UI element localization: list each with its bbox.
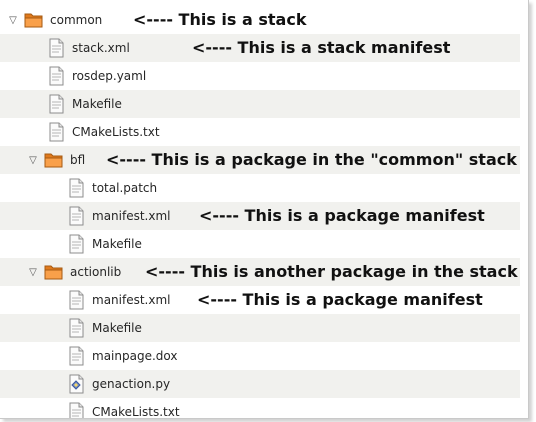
file-tree-view: ▽ common <---- This is a stack stack.xml… xyxy=(0,0,529,419)
file-name[interactable]: manifest.xml xyxy=(92,293,171,307)
tree-row-stack-xml[interactable]: stack.xml xyxy=(0,34,520,62)
tree-row-genaction[interactable]: genaction.py xyxy=(0,370,520,398)
tree-row-bfl[interactable]: ▽ bfl xyxy=(0,146,520,174)
file-name[interactable]: CMakeLists.txt xyxy=(72,125,160,139)
text-file-icon xyxy=(66,234,86,254)
file-name[interactable]: genaction.py xyxy=(92,377,171,391)
tree-row-common[interactable]: ▽ common xyxy=(0,6,520,34)
file-name[interactable]: total.patch xyxy=(92,181,158,195)
file-name[interactable]: Makefile xyxy=(92,237,142,251)
chevron-down-icon[interactable]: ▽ xyxy=(29,154,37,166)
tree-row-total-patch[interactable]: total.patch xyxy=(0,174,520,202)
file-name[interactable]: mainpage.dox xyxy=(92,349,178,363)
text-file-icon xyxy=(46,66,66,86)
annotation-package-manifest: <---- This is a package manifest xyxy=(197,290,483,309)
text-file-icon xyxy=(66,178,86,198)
file-name[interactable]: Makefile xyxy=(72,97,122,111)
chevron-down-icon[interactable]: ▽ xyxy=(29,266,37,278)
file-name[interactable]: manifest.xml xyxy=(92,209,171,223)
tree-row-cmakelists[interactable]: CMakeLists.txt xyxy=(0,118,520,146)
folder-name[interactable]: common xyxy=(50,13,103,27)
folder-open-icon xyxy=(44,262,64,282)
text-file-icon xyxy=(66,318,86,338)
file-name[interactable]: rosdep.yaml xyxy=(72,69,147,83)
annotation-stack-manifest: <---- This is a stack manifest xyxy=(192,38,451,57)
text-file-icon xyxy=(66,206,86,226)
file-name[interactable]: Makefile xyxy=(92,321,142,335)
tree-row-actionlib-cmakelists[interactable]: CMakeLists.txt xyxy=(0,398,520,419)
tree-row-bfl-manifest[interactable]: manifest.xml xyxy=(0,202,520,230)
text-file-icon xyxy=(46,122,66,142)
annotation-package-manifest: <---- This is a package manifest xyxy=(199,206,485,225)
tree-row-makefile[interactable]: Makefile xyxy=(0,90,520,118)
annotation-package: <---- This is a package in the "common" … xyxy=(106,150,517,169)
file-name[interactable]: CMakeLists.txt xyxy=(92,405,180,419)
annotation-stack: <---- This is a stack xyxy=(133,10,307,29)
chevron-down-icon[interactable]: ▽ xyxy=(9,14,17,26)
folder-open-icon xyxy=(24,10,44,30)
folder-open-icon xyxy=(44,150,64,170)
folder-name[interactable]: bfl xyxy=(70,153,86,167)
tree-row-actionlib-makefile[interactable]: Makefile xyxy=(0,314,520,342)
folder-name[interactable]: actionlib xyxy=(70,265,122,279)
tree-row-rosdep[interactable]: rosdep.yaml xyxy=(0,62,520,90)
text-file-icon xyxy=(66,290,86,310)
tree-row-actionlib[interactable]: ▽ actionlib xyxy=(0,258,520,286)
tree-row-actionlib-manifest[interactable]: manifest.xml xyxy=(0,286,520,314)
tree-row-bfl-makefile[interactable]: Makefile xyxy=(0,230,520,258)
file-name[interactable]: stack.xml xyxy=(72,41,130,55)
annotation-another-package: <---- This is another package in the sta… xyxy=(145,262,518,281)
python-script-icon xyxy=(66,374,86,394)
text-file-icon xyxy=(46,38,66,58)
text-file-icon xyxy=(66,402,86,418)
text-file-icon xyxy=(46,94,66,114)
text-file-icon xyxy=(66,346,86,366)
tree-row-mainpage[interactable]: mainpage.dox xyxy=(0,342,520,370)
